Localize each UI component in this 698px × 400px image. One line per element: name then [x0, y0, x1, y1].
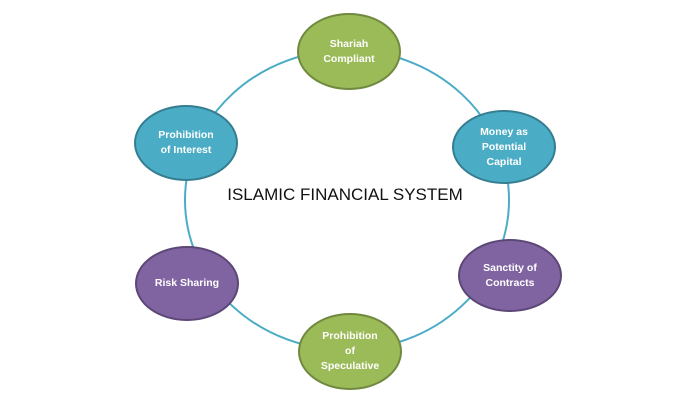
node-shariah-compliant: Shariah Compliant	[297, 13, 401, 90]
node-label: Money as Potential Capital	[480, 125, 528, 168]
node-prohibition-of-interest: Prohibition of Interest	[134, 105, 238, 181]
node-risk-sharing: Risk Sharing	[135, 246, 239, 321]
node-label: Risk Sharing	[154, 277, 220, 289]
node-money-as-potential-capital: Money as Potential Capital	[452, 110, 556, 184]
diagram-title: ISLAMIC FINANCIAL SYSTEM	[227, 185, 463, 204]
node-sanctity-of-contracts: Sanctity of Contracts	[458, 239, 562, 312]
node-prohibition-of-speculative: Prohibition of Speculative	[298, 313, 402, 390]
node-label: Prohibition of Interest	[158, 129, 214, 156]
node-label: Prohibition of Speculative	[320, 330, 380, 372]
node-label: Shariah Compliant	[323, 37, 375, 65]
node-label: Sanctity of Contracts	[483, 261, 537, 289]
